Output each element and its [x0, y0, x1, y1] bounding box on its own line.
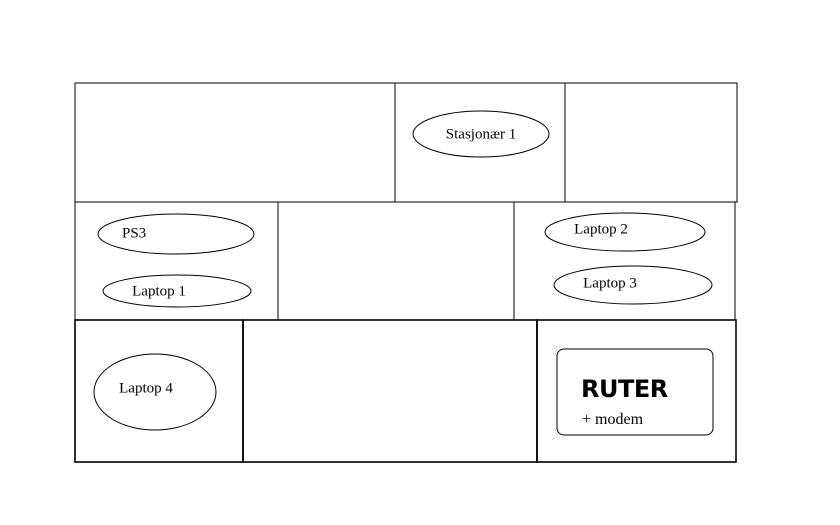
device-laptop-1: Laptop 1	[102, 274, 252, 308]
device-label: Stasjonær 1	[446, 126, 516, 142]
room-top-right	[564, 82, 738, 203]
device-laptop-3: Laptop 3	[553, 265, 713, 305]
room-bottom-center	[242, 319, 538, 463]
device-laptop-4: Laptop 4	[93, 353, 217, 431]
router-subtitle: + modem	[582, 411, 644, 428]
device-stasjonaer-1: Stasjonær 1	[412, 110, 550, 158]
device-laptop-2: Laptop 2	[544, 212, 706, 252]
device-ps3: PS3	[97, 213, 255, 255]
room-middle-center	[277, 201, 515, 321]
room-top-left	[74, 82, 396, 203]
device-label: PS3	[122, 225, 146, 241]
device-label: Laptop 3	[583, 275, 637, 291]
room-bottom-right	[536, 319, 737, 463]
device-label: Laptop 2	[574, 221, 628, 237]
router-title: RUTER	[581, 375, 668, 403]
device-label: Laptop 4	[119, 380, 173, 396]
device-label: Laptop 1	[132, 283, 186, 299]
router-box: RUTER + modem	[556, 348, 714, 436]
